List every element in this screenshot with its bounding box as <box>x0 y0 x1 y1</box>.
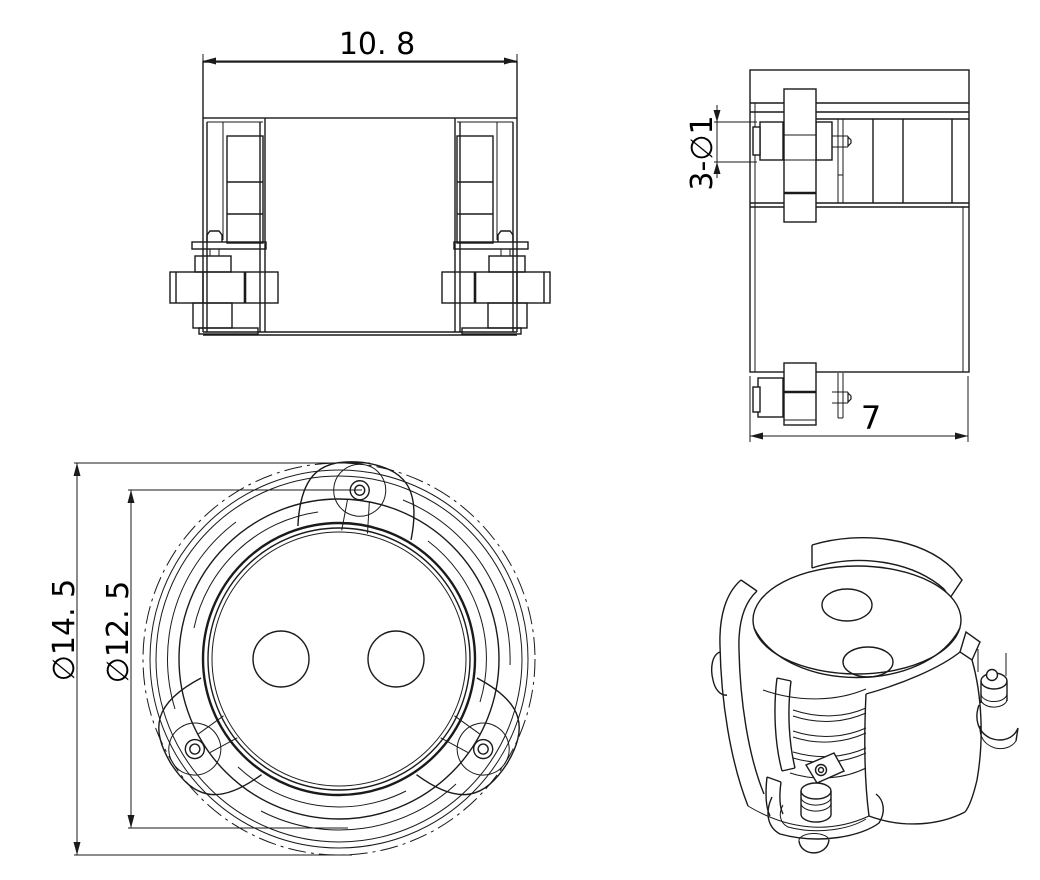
iso-stacked-rings <box>747 688 870 828</box>
mounting-tab-lower-left <box>158 677 262 796</box>
mounting-tab-top <box>297 461 415 541</box>
iso-hole-front <box>842 646 894 678</box>
dim-side-height-lines <box>749 376 969 442</box>
dim-outer-diameter: ∅14. 5 <box>47 579 82 681</box>
dim-bolt-circle-lines <box>127 489 362 829</box>
iso-top-lip <box>753 627 961 679</box>
iso-left-shield <box>711 579 784 817</box>
lens-hole-right <box>367 630 425 688</box>
housing-outer-circle <box>149 469 529 849</box>
side-top-roller <box>752 88 852 223</box>
dim-side-hole-pattern: 3-∅1 <box>685 115 720 190</box>
front-right-foot <box>441 230 551 335</box>
side-rib-lines <box>872 119 953 203</box>
isometric-view <box>711 536 1019 854</box>
side-body-outline <box>749 69 970 373</box>
front-view: 10. 8 <box>169 27 551 336</box>
front-left-column <box>202 118 266 332</box>
clamp-ring-circle <box>178 498 500 820</box>
front-top-bar <box>202 61 518 119</box>
front-right-column <box>454 118 518 332</box>
side-bottom-roller <box>752 362 852 426</box>
front-left-foot <box>169 230 279 335</box>
iso-right-clamp <box>976 649 1019 750</box>
front-baseline <box>203 331 517 336</box>
iso-hole-back <box>821 588 873 622</box>
dim-outer-diameter-lines <box>73 462 370 856</box>
iso-left-shield-endcap <box>774 677 796 772</box>
lens-circle <box>201 521 477 797</box>
iso-bottom-clamp <box>767 752 884 854</box>
top-view: ∅14. 5 ∅12. 5 <box>47 461 536 856</box>
iso-back-shield <box>811 536 963 600</box>
dim-side-height: 7 <box>861 399 881 437</box>
dim-front-width: 10. 8 <box>339 27 415 62</box>
clamp-wing-arcs <box>166 499 511 831</box>
dim-bolt-circle-diameter: ∅12. 5 <box>101 581 136 683</box>
side-view: 3-∅1 7 <box>685 69 970 442</box>
dim-side-holes-lines <box>713 105 757 178</box>
mounting-tab-lower-right <box>416 677 520 796</box>
lens-hole-left <box>252 630 310 688</box>
